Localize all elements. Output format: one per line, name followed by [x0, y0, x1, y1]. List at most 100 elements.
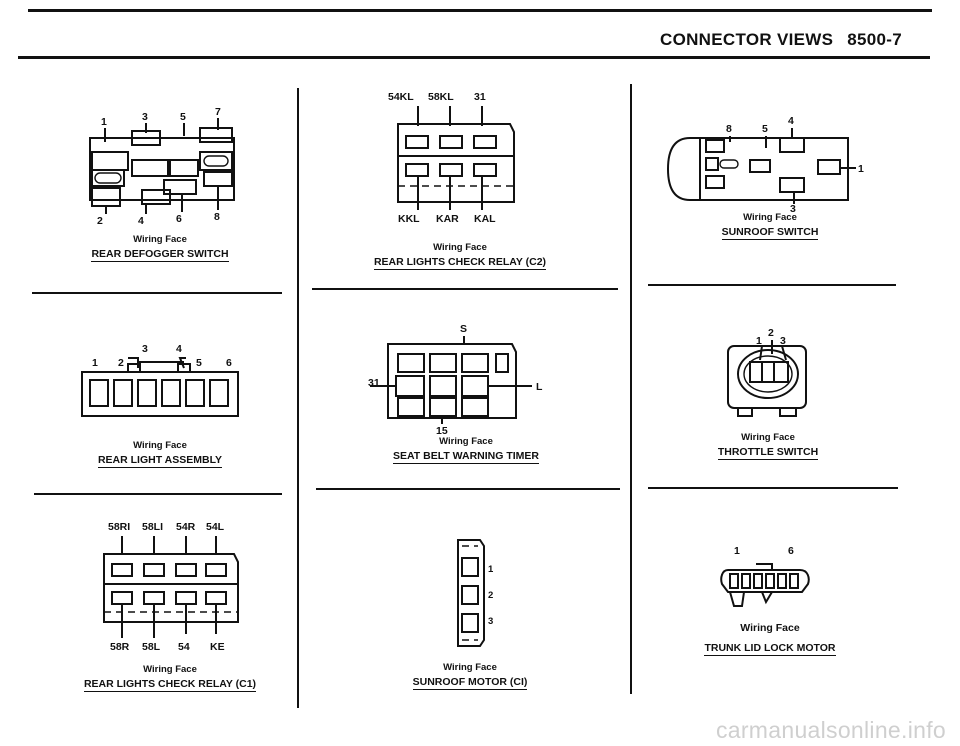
sunroof-motor-c1-connector: 1 2 3 Wiring Face SUNROOF MOTOR (CI): [412, 530, 528, 690]
pin-label: 5: [762, 123, 768, 135]
pin-label: S: [460, 323, 467, 335]
throttle-switch-connector: 1 2 3 Wiring Face THROTTLE SWITCH: [717, 322, 840, 462]
wiring-face-label: Wiring Face: [133, 234, 187, 245]
rear-lights-check-relay-c2-connector: 54KL 58KL 31 KKL KAR KAL Wiring Face REA…: [373, 88, 560, 273]
pin-label: 31: [368, 377, 380, 389]
row-divider-2-col2: [316, 488, 620, 490]
pin-label: 1: [101, 116, 107, 128]
pin-label: 6: [176, 213, 182, 225]
header-page-number: 8500-7: [847, 30, 902, 49]
column-divider-left: [297, 88, 299, 708]
pin-label: 3: [142, 111, 148, 123]
pin-label: KE: [210, 641, 225, 653]
pin-label: 54R: [176, 521, 196, 533]
pin-label: 6: [226, 357, 232, 369]
row-divider-1-col1: [32, 292, 282, 294]
pin-label: 58L: [142, 641, 161, 653]
rear-light-assembly-connector: 3 4 1 2 5 6 Wiring Face REAR LIGHT ASSEM…: [80, 338, 250, 478]
sunroof-switch-diagram: 8 5 4 1 3: [666, 115, 864, 215]
pin-label: 4: [788, 115, 794, 127]
connector-title: THROTTLE SWITCH: [717, 446, 819, 460]
rear-defogger-switch-connector: 1 3 5 7 2 4 6 8 Wiring Face: [80, 100, 240, 280]
pin-label: KKL: [398, 213, 420, 225]
rear-lights-check-relay-c2-caption: Wiring Face REAR LIGHTS CHECK RELAY (C2): [340, 242, 580, 270]
row-divider-2-col1: [34, 493, 282, 495]
rear-lights-check-relay-c1-diagram: 58RI 58LI 54R 54L 58R 58L 54 KE: [103, 521, 239, 653]
rear-light-assembly-diagram: 3 4 1 2 5 6: [81, 343, 239, 417]
pin-label: 2: [118, 357, 124, 369]
pin-label: 2: [768, 327, 774, 339]
pin-label: 31: [474, 91, 486, 103]
header-title: CONNECTOR VIEWS: [660, 30, 834, 49]
seat-belt-warning-timer-diagram: S 31 L 15: [368, 323, 543, 437]
seat-belt-warning-timer-connector: S 31 L 15 Wiring Face SEAT BELT WARNING …: [366, 320, 566, 470]
pin-label: 58R: [110, 641, 130, 653]
rear-defogger-switch-caption: Wiring Face REAR DEFOGGER SWITCH: [60, 234, 260, 262]
trunk-lid-lock-motor-connector: 1 6 Wiring Face TRUNK LID LOCK MOTOR: [700, 540, 840, 670]
trunk-lid-lock-motor-caption: Wiring Face TRUNK LID LOCK MOTOR: [670, 622, 870, 656]
seat-belt-warning-timer-caption: Wiring Face SEAT BELT WARNING TIMER: [346, 436, 586, 464]
rear-lights-check-relay-c1-caption: Wiring Face REAR LIGHTS CHECK RELAY (C1): [50, 664, 290, 692]
wiring-face-label: Wiring Face: [443, 662, 497, 673]
connector-title: REAR DEFOGGER SWITCH: [91, 248, 229, 262]
sunroof-switch-connector: 8 5 4 1 3 Wiring Face SUNROOF SWITCH: [660, 108, 900, 258]
pin-label: KAR: [436, 213, 459, 225]
rear-lights-check-relay-c1-connector: 58RI 58LI 54R 54L 58R 58L 54 KE Wiring F…: [83, 518, 257, 698]
pin-label: KAL: [474, 213, 496, 225]
connector-title: TRUNK LID LOCK MOTOR: [704, 642, 836, 656]
pin-label: 15: [436, 425, 448, 437]
connector-title: REAR LIGHTS CHECK RELAY (C1): [83, 678, 257, 692]
column-divider-right: [630, 84, 632, 694]
pin-label: L: [536, 381, 543, 393]
watermark: carmanualsonline.info: [715, 717, 946, 743]
sunroof-switch-caption: Wiring Face SUNROOF SWITCH: [670, 212, 870, 240]
sunroof-motor-c1-caption: Wiring Face SUNROOF MOTOR (CI): [370, 662, 570, 690]
pin-label: 1: [734, 545, 740, 557]
sunroof-motor-c1-diagram: 1 2 3: [457, 539, 494, 647]
pin-label: 54L: [206, 521, 225, 533]
rear-defogger-switch-diagram: 1 3 5 7 2 4 6 8: [89, 106, 235, 227]
pin-label: 7: [215, 106, 221, 118]
wiring-face-label: Wiring Face: [740, 622, 800, 634]
pin-label: 58KL: [428, 91, 454, 103]
pin-label: 5: [180, 111, 186, 123]
pin-label: 8: [214, 211, 220, 223]
throttle-switch-caption: Wiring Face THROTTLE SWITCH: [668, 432, 868, 460]
pin-label: 1: [488, 564, 494, 575]
pin-label: 8: [726, 123, 732, 135]
wiring-face-label: Wiring Face: [743, 212, 797, 223]
trunk-lid-lock-motor-diagram: 1 6: [720, 545, 810, 607]
pin-label: 5: [196, 357, 202, 369]
row-divider-2-col3: [648, 487, 898, 489]
pin-label: 58LI: [142, 521, 163, 533]
pin-label: 3: [142, 343, 148, 355]
wiring-face-label: Wiring Face: [133, 440, 187, 451]
pin-label: 54: [178, 641, 190, 653]
pin-label: 54KL: [388, 91, 414, 103]
pin-label: 1: [756, 335, 762, 347]
page-header: CONNECTOR VIEWS 8500-7: [660, 30, 902, 50]
pin-label: 58RI: [108, 521, 130, 533]
pin-label: 4: [138, 215, 144, 227]
connector-title: SUNROOF SWITCH: [721, 226, 819, 240]
pin-label: 3: [790, 203, 796, 215]
row-divider-1-col2: [312, 288, 618, 290]
pin-label: 1: [92, 357, 98, 369]
pin-label: 1: [858, 163, 864, 175]
header-rule: [18, 56, 930, 59]
rear-light-assembly-caption: Wiring Face REAR LIGHT ASSEMBLY: [60, 440, 260, 468]
wiring-face-label: Wiring Face: [143, 664, 197, 675]
pin-label: 3: [488, 616, 493, 627]
connector-title: SEAT BELT WARNING TIMER: [392, 450, 540, 464]
pin-label: 3: [780, 335, 786, 347]
pin-label: 2: [97, 215, 103, 227]
pin-label: 2: [488, 590, 493, 601]
wiring-face-label: Wiring Face: [439, 436, 493, 447]
wiring-face-label: Wiring Face: [741, 432, 795, 443]
pin-label: 4: [176, 343, 182, 355]
wiring-face-label: Wiring Face: [433, 242, 487, 253]
connector-title: REAR LIGHT ASSEMBLY: [97, 454, 223, 468]
pin-label: 6: [788, 545, 794, 557]
connector-title: SUNROOF MOTOR (CI): [412, 676, 528, 690]
